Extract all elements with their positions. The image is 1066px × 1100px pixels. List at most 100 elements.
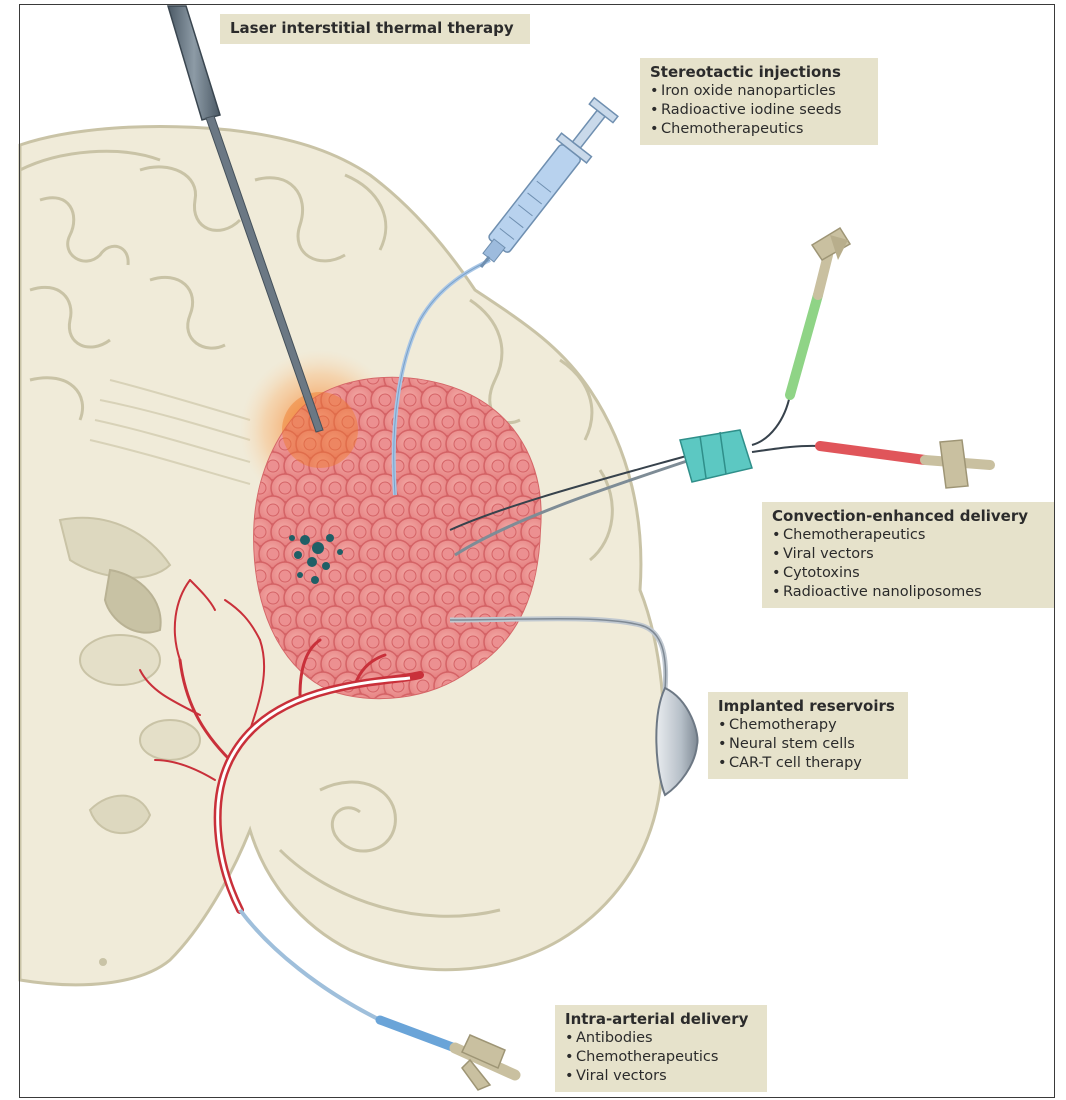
cell-nucleus [417,636,429,648]
cell-nucleus [429,614,441,626]
cell-nucleus [354,614,366,626]
label-laser-therapy: Laser interstitial thermal therapy [220,14,530,44]
cell-nucleus [342,636,354,648]
cell-nucleus [292,504,304,516]
label-intra-arterial-delivery: Intra-arterial delivery Antibodies Chemo… [555,1005,767,1092]
cell-nucleus [529,526,541,538]
cell-nucleus [442,504,454,516]
cell-nucleus [442,636,454,648]
cell-nucleus [492,416,504,428]
cell-nucleus [417,592,429,604]
cell-nucleus [417,680,429,692]
cell-nucleus [467,460,479,472]
label-title: Convection-enhanced delivery [772,507,1044,526]
cell-nucleus [392,592,404,604]
bullet-item: Iron oxide nanoparticles [650,82,868,101]
cell-nucleus [354,394,366,406]
cell-nucleus [404,658,416,670]
cell-nucleus [329,570,341,582]
cell-nucleus [404,570,416,582]
bullet-item: Chemotherapeutics [772,526,1044,545]
bullet-item: Chemotherapeutics [565,1048,757,1067]
cell-nucleus [429,438,441,450]
label-stereotactic-injections: Stereotactic injections Iron oxide nanop… [640,58,878,145]
cell-nucleus [379,570,391,582]
cell-nucleus [254,526,266,538]
cell-nucleus [442,460,454,472]
bullet-item: Neural stem cells [718,735,898,754]
cell-nucleus [279,526,291,538]
cell-nucleus [429,394,441,406]
cell-nucleus [517,548,529,560]
bullet-item: Viral vectors [772,545,1044,564]
cell-nucleus [329,482,341,494]
label-title: Stereotactic injections [650,63,868,82]
cell-nucleus [367,416,379,428]
cell-nucleus [379,438,391,450]
cell-nucleus [329,614,341,626]
bullet-item: Cytotoxins [772,564,1044,583]
cell-nucleus [467,548,479,560]
cell-nucleus [354,482,366,494]
cell-nucleus [467,416,479,428]
cell-nucleus [492,548,504,560]
cell-nucleus [417,548,429,560]
cell-nucleus [442,416,454,428]
cell-nucleus [454,570,466,582]
cell-nucleus [479,438,491,450]
cell-nucleus [417,504,429,516]
cell-nucleus [304,614,316,626]
cell-nucleus [342,460,354,472]
cell-nucleus [342,548,354,560]
cell-nucleus [279,570,291,582]
cell-nucleus [442,592,454,604]
cell-nucleus [367,548,379,560]
cell-nucleus [392,504,404,516]
cell-nucleus [354,570,366,582]
cell-nucleus [504,482,516,494]
cell-nucleus [442,548,454,560]
cell-nucleus [404,394,416,406]
cell-nucleus [404,438,416,450]
cell-nucleus [367,460,379,472]
cell-nucleus [379,658,391,670]
cell-nucleus [267,548,279,560]
cell-nucleus [467,592,479,604]
cell-nucleus [454,658,466,670]
cell-nucleus [304,482,316,494]
bullet-item: Antibodies [565,1029,757,1048]
cell-nucleus [404,526,416,538]
bullet-item: Chemotherapy [718,716,898,735]
cell-nucleus [467,636,479,648]
bullet-list: Chemotherapy Neural stem cells CAR-T cel… [718,716,898,773]
label-title: Implanted reservoirs [718,697,898,716]
cell-nucleus [454,438,466,450]
cell-nucleus [429,482,441,494]
cell-nucleus [292,592,304,604]
bullet-item: Radioactive iodine seeds [650,101,868,120]
cell-nucleus [429,526,441,538]
bullet-item: Radioactive nanoliposomes [772,583,1044,602]
cell-nucleus [479,482,491,494]
bullet-list: Antibodies Chemotherapeutics Viral vecto… [565,1029,757,1086]
cell-nucleus [454,394,466,406]
cell-nucleus [404,482,416,494]
cell-nucleus [517,460,529,472]
bullet-list: Chemotherapeutics Viral vectors Cytotoxi… [772,526,1044,602]
bullet-list: Iron oxide nanoparticles Radioactive iod… [650,82,868,139]
cell-nucleus [392,548,404,560]
label-title: Laser interstitial thermal therapy [230,19,520,38]
cell-nucleus [379,482,391,494]
cell-nucleus [342,504,354,516]
cell-nucleus [467,504,479,516]
cell-nucleus [479,570,491,582]
cell-nucleus [317,592,329,604]
cell-nucleus [279,482,291,494]
cell-nucleus [429,658,441,670]
cell-nucleus [292,636,304,648]
cell-nucleus [367,504,379,516]
cell-nucleus [379,614,391,626]
cell-nucleus [429,570,441,582]
label-title: Intra-arterial delivery [565,1010,757,1029]
